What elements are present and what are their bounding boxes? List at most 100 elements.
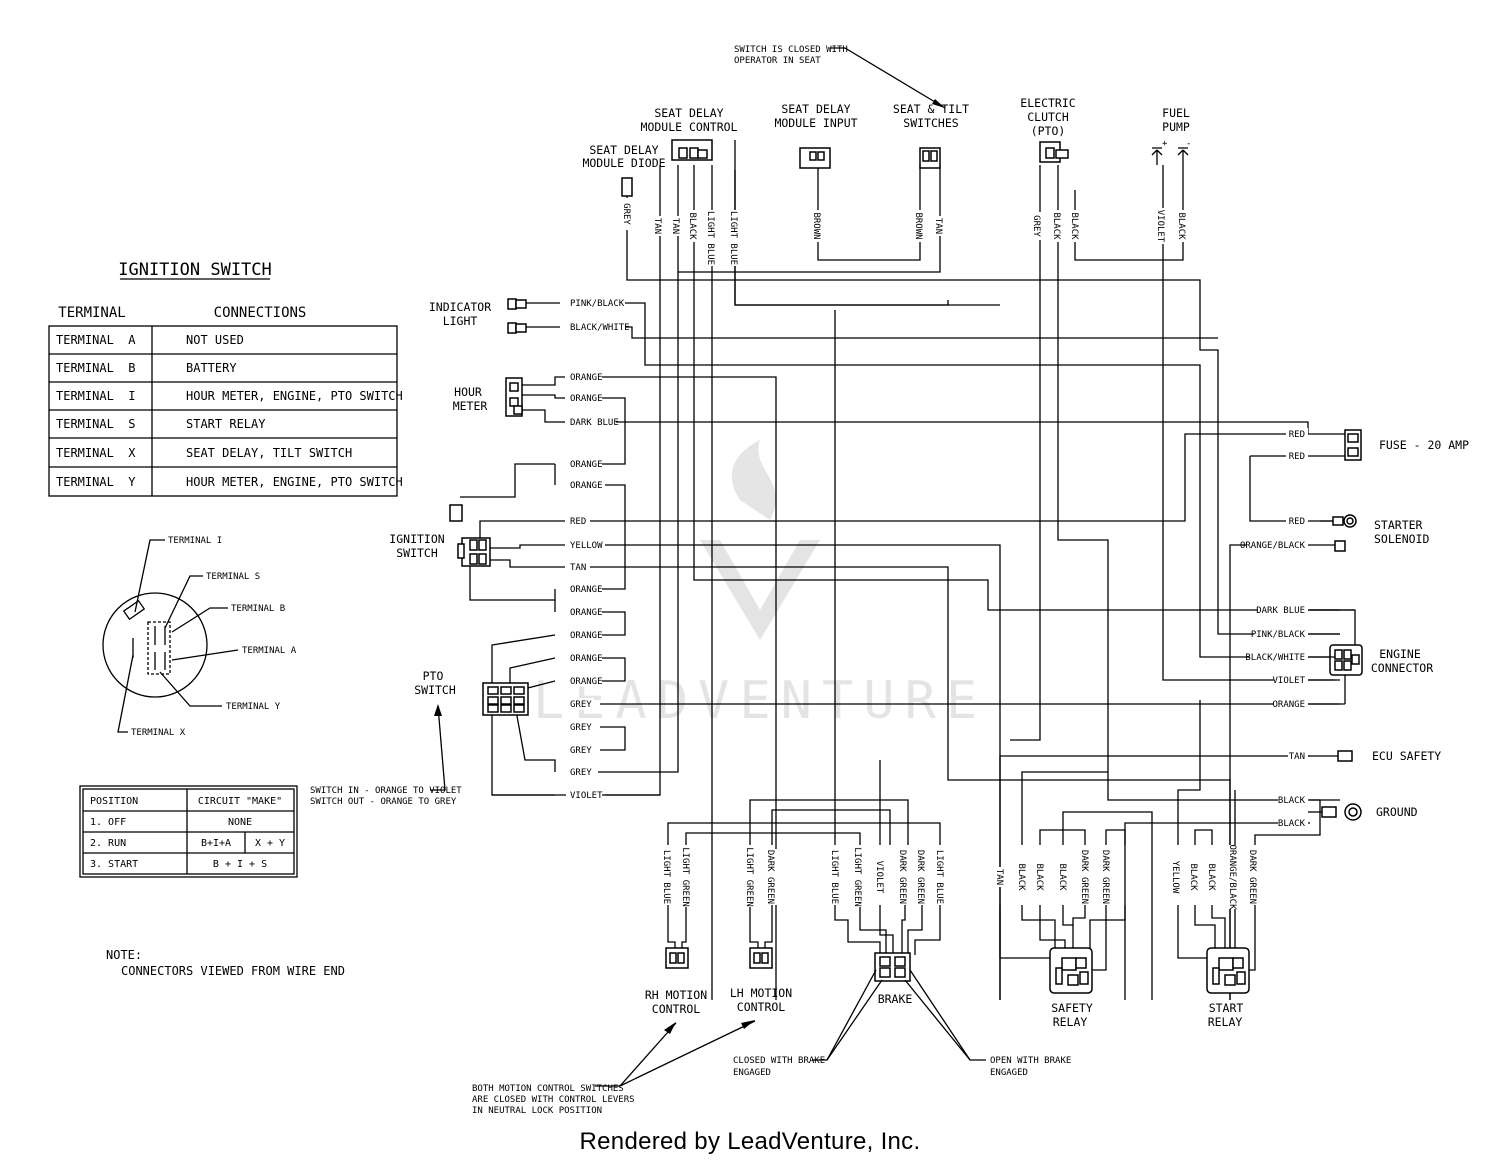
terminal-s-label: TERMINAL S [206,572,260,582]
position-cell: 2. RUN [90,838,126,849]
wire-labels-bottom: LIGHT BLUE LIGHT GREEN LIGHT GREEN DARK … [661,844,1260,910]
wire-label: RED [1289,452,1305,462]
starter-solenoid-label: SOLENOID [1374,532,1429,546]
wire-label: LIGHT BLUE [728,211,738,265]
wire-label: VIOLET [874,861,884,894]
electric-clutch-label: ELECTRIC [1020,96,1075,110]
ecu-safety-label: ECU SAFETY [1372,749,1441,763]
wire-label: GREY [570,746,592,756]
pto-switch-label: SWITCH [414,683,456,697]
connection-cell: HOUR METER, ENGINE, PTO SWITCH [186,389,403,403]
wire-labels-right: RED RED RED ORANGE/BLACK DARK BLUE PINK/… [1240,428,1355,829]
wire-label: BLACK [1057,863,1067,891]
wire-label: GREY [570,768,592,778]
wire-label: ORANGE [570,394,603,404]
wire-label: BROWN [811,212,821,239]
connections-header: CONNECTIONS [214,305,307,321]
wire-label: ORANGE [570,373,603,383]
fuel-pump-label: FUEL [1162,106,1190,120]
connection-cell: SEAT DELAY, TILT SWITCH [186,446,352,460]
wire-label: ORANGE [570,654,603,664]
ignition-switch-label: IGNITION [389,532,444,546]
connectors [449,139,1363,994]
wire-label: BLACK/WHITE [570,323,630,333]
wire-labels-left: PINK/BLACK BLACK/WHITE ORANGE ORANGE DAR… [565,297,630,801]
ignition-switch-label: SWITCH [396,546,438,560]
wire-label: LIGHT BLUE [934,850,944,904]
motion-note: IN NEUTRAL LOCK POSITION [472,1106,602,1116]
fuel-pump-minus: - [1186,139,1191,149]
wire-label: BLACK [1278,819,1306,829]
indicator-light-label: LIGHT [443,314,478,328]
safety-relay-label: RELAY [1053,1015,1088,1029]
wire-label: PINK/BLACK [570,299,625,309]
wire-label: BLACK [1034,863,1044,891]
start-relay-label: RELAY [1208,1015,1243,1029]
ignition-switch-title: IGNITION SWITCH [118,260,272,280]
wire-label: ORANGE [570,481,603,491]
seat-delay-diode-label: MODULE DIODE [582,156,665,170]
position-cell: 1. OFF [90,817,126,828]
brake-closed-note: CLOSED WITH BRAKE [733,1056,825,1066]
connection-cell: START RELAY [186,417,266,431]
seat-tilt-label: SWITCHES [903,116,958,130]
terminal-y-label: TERMINAL Y [226,702,281,712]
brake-open-note: ENGAGED [990,1068,1028,1078]
ground-label: GROUND [1376,805,1418,819]
wire-label: DARK GREEN [897,850,907,904]
terminal-header: TERMINAL [58,305,125,321]
hour-meter-label: METER [453,399,488,413]
wire-label: LIGHT BLUE [829,850,839,904]
terminal-x-label: TERMINAL X [131,728,186,738]
wire-label: BLACK [1176,212,1186,240]
wire-label: LIGHT BLUE [705,211,715,265]
circuit-cell: B+I+A [201,838,231,849]
motion-note: ARE CLOSED WITH CONTROL LEVERS [472,1095,635,1105]
rh-motion-label: RH MOTION [645,988,707,1002]
fuse-label: FUSE - 20 AMP [1379,438,1469,452]
circuit-cell: NONE [228,817,252,828]
seat-tilt-label: SEAT & TILT [893,102,969,116]
wire-label: GREY [621,203,631,225]
seat-switch-note: OPERATOR IN SEAT [734,56,821,66]
engine-connector-label: CONNECTOR [1371,661,1433,675]
wire-labels-top: GREY TAN TAN BLACK LIGHT BLUE LIGHT BLUE… [621,139,1191,266]
wire-label: RED [570,517,586,527]
wire-label: BLACK [1188,863,1198,891]
pto-switch-note: SWITCH OUT - ORANGE TO GREY [310,797,457,807]
electric-clutch-label: CLUTCH [1027,110,1069,124]
component-labels: SEAT DELAY MODULE CONTROL SEAT DELAY MOD… [389,96,1469,1029]
ignition-switch-table: IGNITION SWITCH TERMINAL CONNECTIONS TER… [48,260,403,497]
wire-label: ORANGE/BLACK [1227,844,1237,910]
wire-label: RED [1289,430,1305,440]
connection-cell: BATTERY [186,361,237,375]
wire-label: YELLOW [1170,861,1180,894]
wire-label: GREY [570,700,592,710]
start-relay-label: START [1209,1001,1244,1015]
terminal-cell: TERMINAL B [56,361,135,375]
motion-note: BOTH MOTION CONTROL SWITCHES [472,1084,624,1094]
fuel-pump-plus: + [1162,139,1168,149]
note-title: NOTE: [106,948,142,962]
circuit-cell: B + I + S [213,859,267,870]
wire-label: TAN [933,218,943,234]
wire-label: DARK GREEN [765,850,775,904]
wire-label: VIOLET [1272,676,1305,686]
wire-label: LIGHT BLUE [661,850,671,904]
wire-label: BLACK [687,212,697,240]
wire-label: ORANGE [570,631,603,641]
wire-label: BLACK/WHITE [1245,653,1305,663]
wire-label: LIGHT GREEN [744,847,754,907]
circuit-cell: X + Y [255,838,285,849]
wire-label: VIOLET [570,791,603,801]
wire-label: DARK BLUE [1256,606,1305,616]
seat-switch-note: SWITCH IS CLOSED WITH [734,45,848,55]
brake-open-note: OPEN WITH BRAKE [990,1056,1071,1066]
wire-label: TAN [994,869,1004,885]
terminal-a-label: TERMINAL A [242,646,297,656]
connection-cell: NOT USED [186,333,244,347]
rh-motion-label: CONTROL [652,1002,701,1016]
wire-label: ORANGE [570,677,603,687]
terminal-b-label: TERMINAL B [231,604,285,614]
